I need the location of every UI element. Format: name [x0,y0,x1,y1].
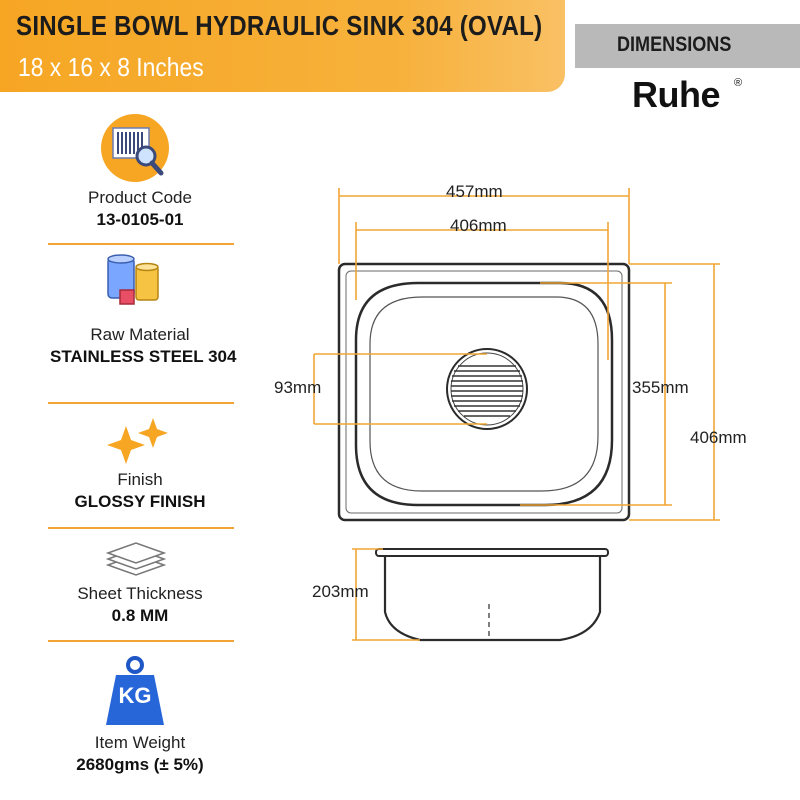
kg-label: KG [118,683,152,708]
spec-item-weight: Item Weight 2680gms (± 5%) [50,733,230,775]
sparkle-icon [107,418,168,464]
kg-weight-icon: KG [104,655,166,729]
sink-side-view [375,548,609,642]
spec-label: Raw Material [90,325,190,344]
dim-bowl-width: 406mm [450,216,507,235]
sink-bowl-inner [369,296,599,492]
sink-frame-inner-edge [345,270,623,514]
page-subtitle: 18 x 16 x 8 Inches [18,52,204,82]
dim-drain-diameter: 93mm [274,378,322,397]
dim-bowl-length: 355mm [632,378,689,397]
spec-label: Product Code [88,188,192,207]
divider [48,402,234,404]
dim-outer-length: 406mm [690,428,747,447]
barcode-magnifier-icon [101,114,169,182]
stacked-sheets-icon [106,542,166,576]
spec-label: Item Weight [94,733,186,752]
spec-value: 2680gms (± 5%) [76,755,204,774]
section-tab [575,24,800,68]
spec-sheet-thickness: Sheet Thickness 0.8 MM [50,584,230,626]
spec-label: Sheet Thickness [77,584,203,603]
spec-value: GLOSSY FINISH [74,492,206,511]
divider [48,640,234,642]
sink-outer-frame [337,262,631,522]
spec-value: STAINLESS STEEL 304 [50,347,237,366]
spec-product-code: Product Code 13-0105-01 [50,188,230,230]
brand-logo: Ruhe [632,74,721,115]
dim-outer-width: 457mm [446,182,503,201]
spec-value: 0.8 MM [111,606,169,625]
drain-grate [446,348,528,430]
header-banner [0,0,565,92]
section-label: DIMENSIONS [617,33,732,56]
spec-finish: Finish GLOSSY FINISH [50,470,230,512]
divider [48,527,234,529]
spec-value: 13-0105-01 [96,210,184,229]
page-title: SINGLE BOWL HYDRAULIC SINK 304 (OVAL) [16,10,543,41]
material-drums-icon [107,254,159,305]
spec-raw-material: Raw Material STAINLESS STEEL 304 [50,325,237,367]
brand-registered-mark: ® [734,77,743,89]
divider [48,243,234,245]
dim-depth: 203mm [312,582,369,601]
spec-label: Finish [117,470,163,489]
